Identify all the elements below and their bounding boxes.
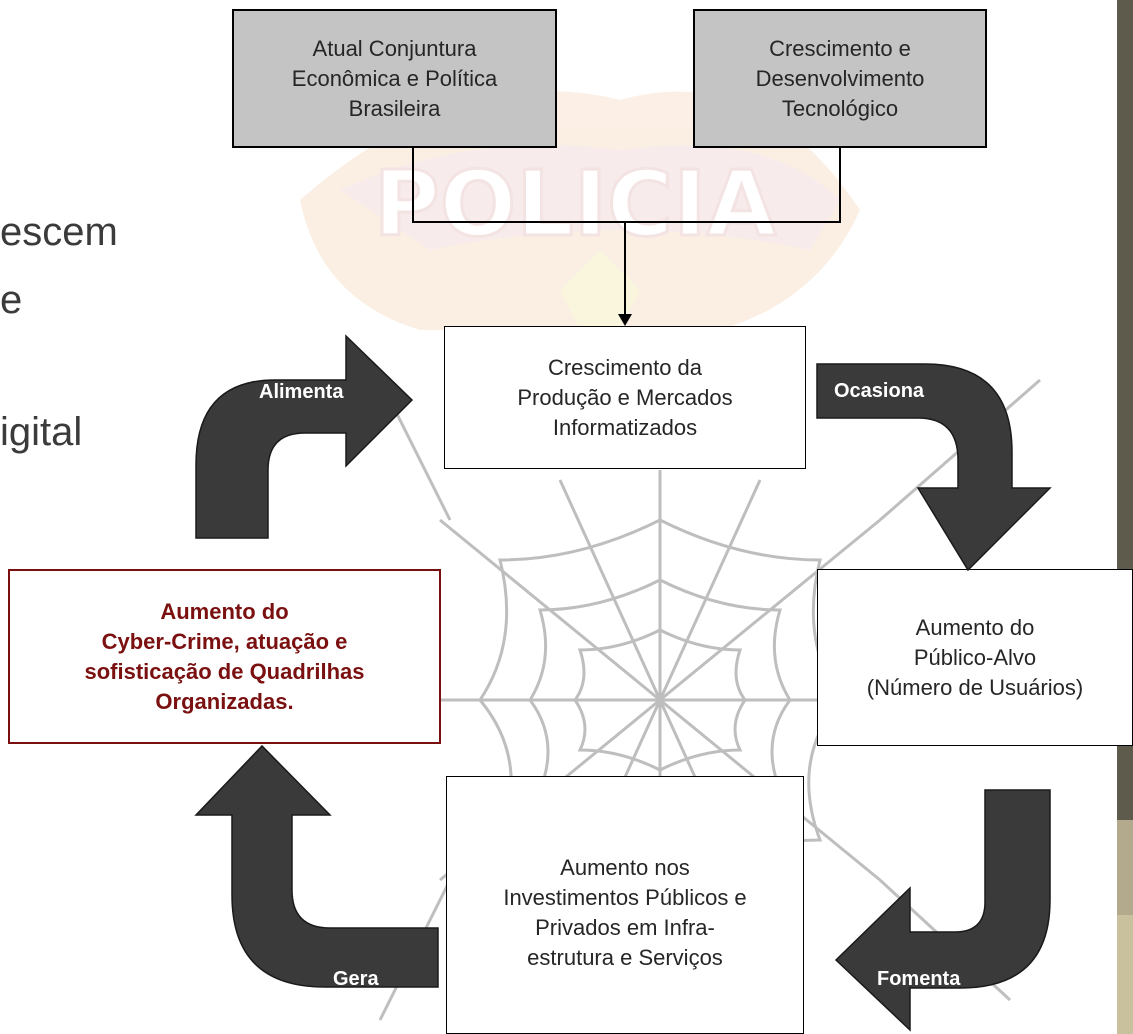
slide-text-line-2: e [0, 278, 23, 322]
svg-text:POLICIA: POLICIA [374, 152, 777, 257]
alimenta-label: Alimenta [259, 381, 344, 403]
fomenta-label: Fomenta [877, 968, 961, 990]
right-edge-strip [1117, 0, 1133, 1034]
right-edge-accent [1117, 820, 1133, 915]
slide-text-line-3: igital [0, 410, 83, 454]
node-crescimento-producao: Crescimento da Produção e Mercados Infor… [444, 326, 806, 469]
gera-arrow [194, 744, 439, 988]
alimenta-arrow [195, 334, 414, 539]
node-cyber-crime: Aumento do Cyber-Crime, atuação e sofist… [8, 569, 441, 744]
ocasiona-label: Ocasiona [834, 380, 925, 402]
node-conjuntura-economica: Atual Conjuntura Econômica e Política Br… [232, 9, 557, 148]
node-desenvolvimento-tecnologico: Crescimento e Desenvolvimento Tecnológic… [693, 9, 987, 148]
node-publico-alvo: Aumento do Público-Alvo (Número de Usuár… [817, 569, 1133, 746]
fomenta-arrow [834, 789, 1051, 1032]
right-edge-accent-lower [1117, 915, 1133, 1034]
gera-label: Gera [333, 968, 379, 990]
node-investimentos: Aumento nos Investimentos Públicos e Pri… [446, 776, 804, 1034]
slide-text-line-1: escem [0, 210, 118, 254]
